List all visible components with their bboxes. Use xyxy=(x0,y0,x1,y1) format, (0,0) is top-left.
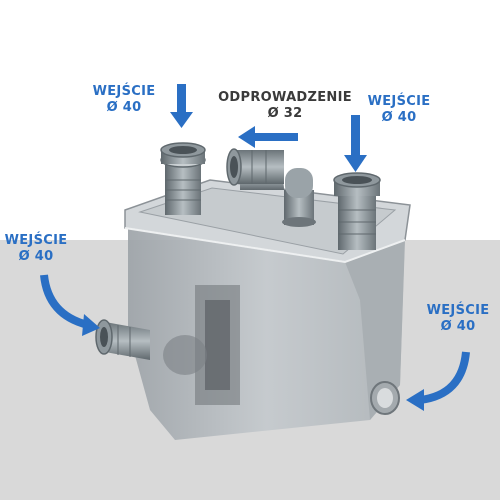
arrow-right-curved xyxy=(406,351,470,411)
label-inlet-top-right: WEJŚCIE Ø 40 xyxy=(360,94,438,126)
label-inlet-top-left-size: Ø 40 xyxy=(106,100,142,115)
label-outlet: ODPROWADZENIE Ø 32 xyxy=(210,90,360,122)
label-inlet-top-right-size: Ø 40 xyxy=(381,110,417,125)
arrow-left-curved xyxy=(40,274,100,336)
label-inlet-top-left-name: WEJŚCIE xyxy=(92,84,156,99)
inlet-port-right xyxy=(370,381,400,415)
label-inlet-right-name: WEJŚCIE xyxy=(426,303,490,318)
label-inlet-right: WEJŚCIE Ø 40 xyxy=(420,303,496,335)
label-outlet-size: Ø 32 xyxy=(267,106,303,121)
label-inlet-left-size: Ø 40 xyxy=(18,249,54,264)
inlet-pipe-top-right xyxy=(333,172,381,250)
label-outlet-name: ODPROWADZENIE xyxy=(218,90,352,105)
arrow-outlet-left xyxy=(238,126,298,148)
outlet-elbow-pipe xyxy=(226,148,316,227)
inlet-pipe-left xyxy=(95,319,150,360)
label-inlet-right-size: Ø 40 xyxy=(440,319,476,334)
label-inlet-left-name: WEJŚCIE xyxy=(4,233,68,248)
label-inlet-left: WEJŚCIE Ø 40 xyxy=(0,233,72,265)
arrow-top-right-down xyxy=(344,115,367,172)
label-inlet-top-right-name: WEJŚCIE xyxy=(367,94,431,109)
inlet-pipe-top-left xyxy=(160,142,206,215)
label-inlet-top-left: WEJŚCIE Ø 40 xyxy=(88,84,160,116)
arrow-top-left-down xyxy=(170,84,193,128)
